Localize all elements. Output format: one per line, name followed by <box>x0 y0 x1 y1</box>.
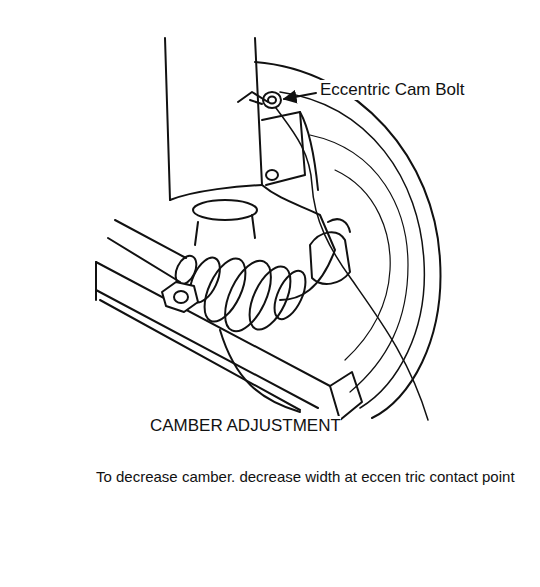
control-arm <box>96 262 362 420</box>
eccentric-cam-bolt <box>238 92 281 108</box>
strut <box>165 38 305 245</box>
leader-line <box>284 93 316 99</box>
caption: CAMBER ADJUSTMENT <box>150 416 341 436</box>
part-label: Eccentric Cam Bolt <box>318 80 467 100</box>
note-text: To decrease camber. decrease width at ec… <box>96 466 516 488</box>
brake-hose <box>276 108 428 420</box>
brake-disc <box>220 62 440 418</box>
steering-knuckle <box>262 112 350 300</box>
